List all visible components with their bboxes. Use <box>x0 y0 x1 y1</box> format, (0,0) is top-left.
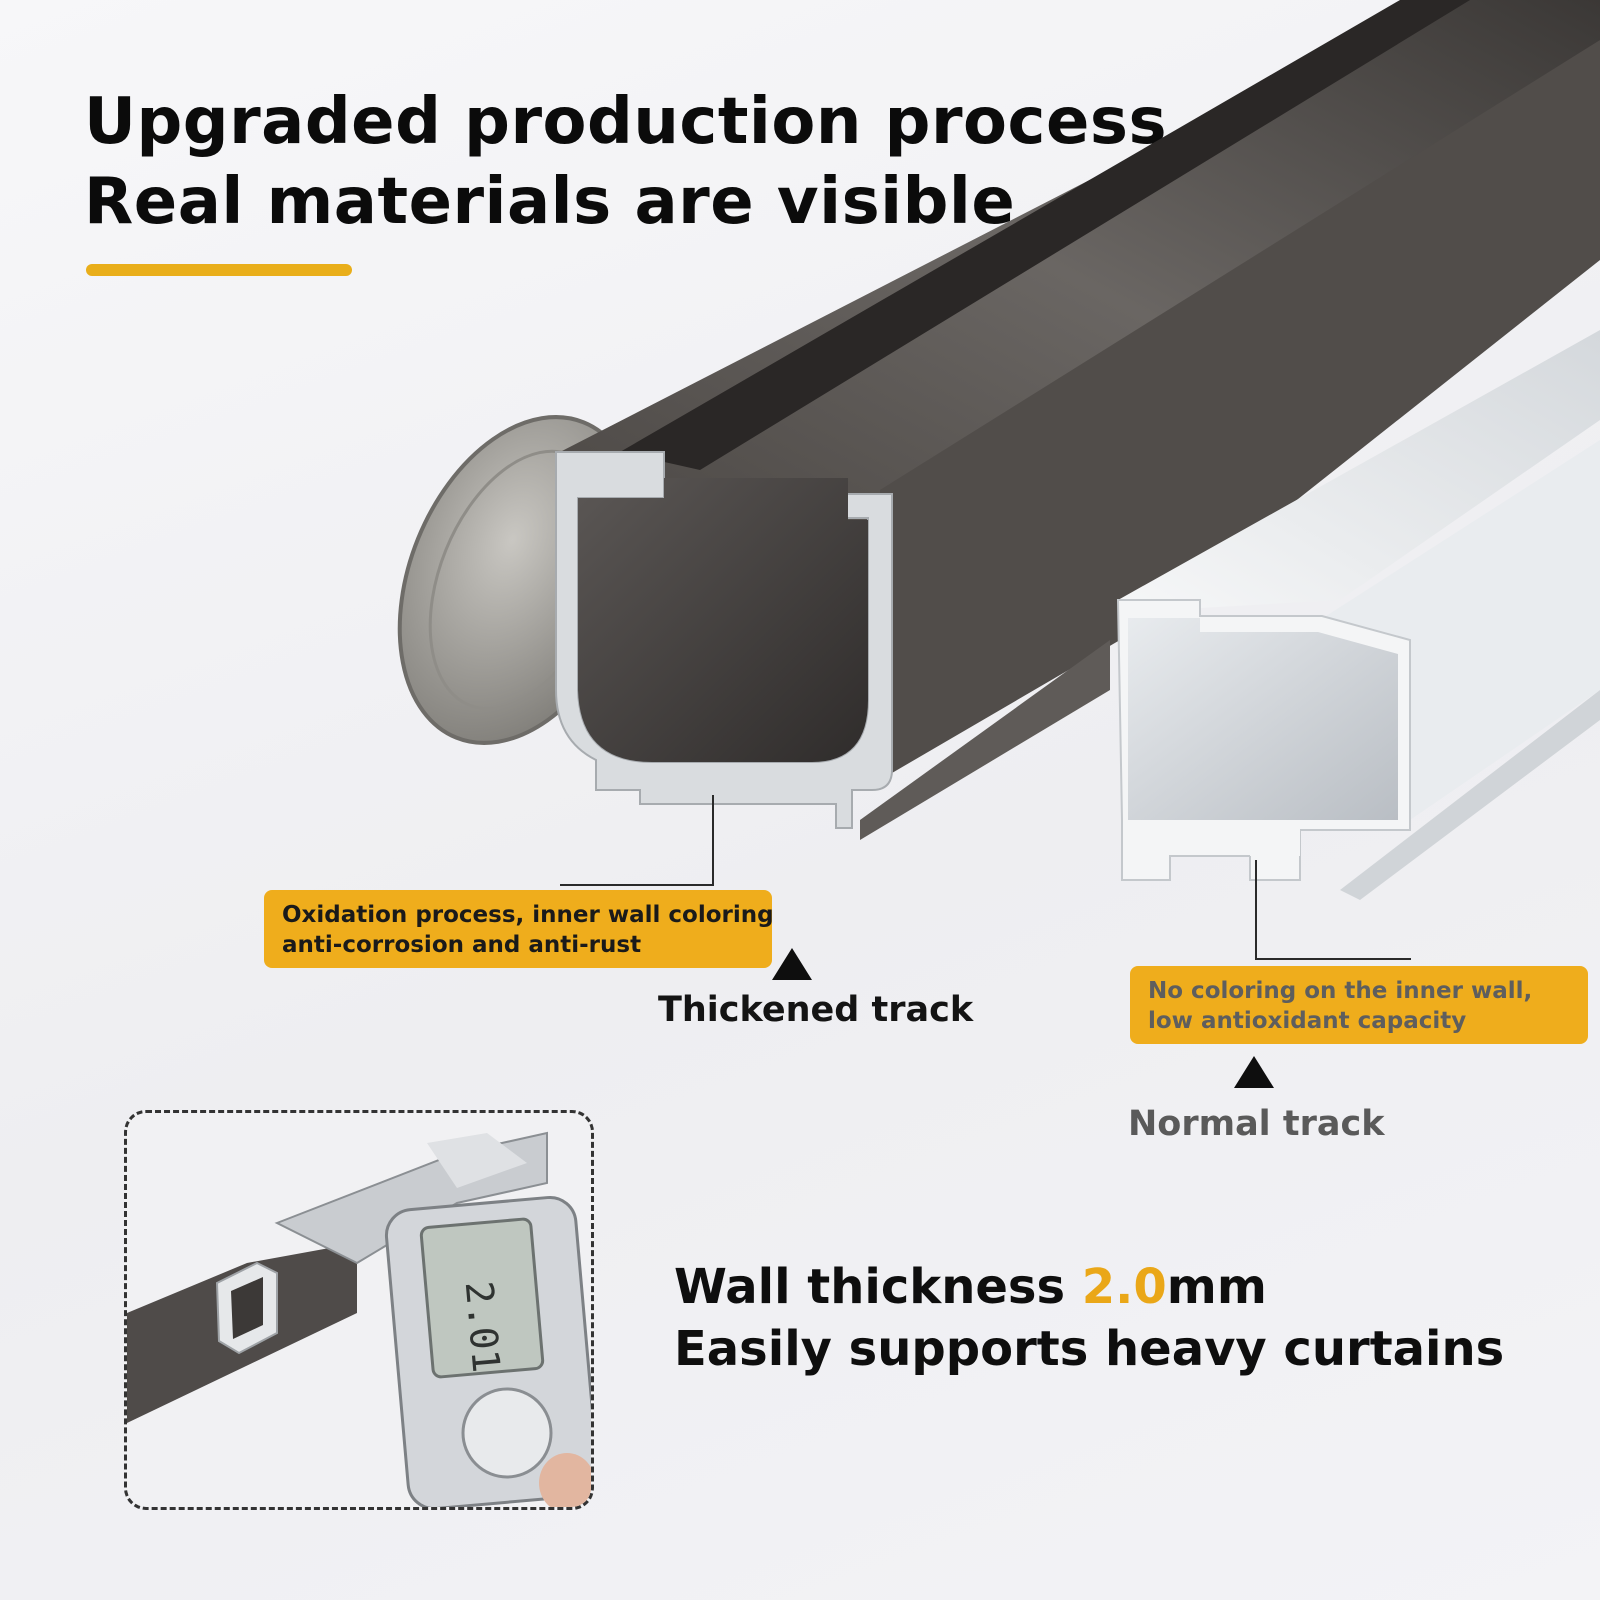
headline-accent-bar <box>86 264 352 276</box>
wall-thickness-prefix: Wall thickness <box>674 1259 1082 1315</box>
caliper-inset-photo: 2.01 <box>124 1110 594 1510</box>
headline: Upgraded production process Real materia… <box>84 82 1167 242</box>
thickened-callout-line-2: anti-corrosion and anti-rust <box>282 932 642 958</box>
wall-thickness-value: 2.0 <box>1081 1259 1167 1315</box>
spec-text: Wall thickness 2.0mm Easily supports hea… <box>674 1256 1504 1380</box>
thickened-leader-horizontal <box>560 884 714 886</box>
caliper-illustration: 2.01 <box>127 1131 591 1507</box>
thickened-leader-vertical <box>712 795 714 885</box>
normal-leader-vertical <box>1255 860 1257 960</box>
normal-callout: No coloring on the inner wall, low antio… <box>1130 966 1588 1044</box>
thickened-pointer-icon <box>772 948 812 980</box>
svg-text:2.01: 2.01 <box>457 1279 509 1374</box>
support-claim-line: Easily supports heavy curtains <box>674 1321 1505 1377</box>
headline-line-1: Upgraded production process <box>84 85 1168 159</box>
normal-pointer-icon <box>1234 1056 1274 1088</box>
thickened-callout: Oxidation process, inner wall coloring a… <box>264 890 774 968</box>
thickened-callout-line-1: Oxidation process, inner wall coloring <box>282 902 774 928</box>
normal-leader-horizontal <box>1255 958 1411 960</box>
wall-thickness-unit: mm <box>1166 1259 1267 1315</box>
normal-callout-line-1: No coloring on the inner wall, <box>1148 978 1533 1004</box>
headline-line-2: Real materials are visible <box>84 165 1016 239</box>
wall-thickness-line: Wall thickness 2.0mm <box>674 1256 1504 1318</box>
normal-track-label: Normal track <box>1128 1104 1385 1144</box>
normal-callout-line-2: low antioxidant capacity <box>1148 1008 1467 1034</box>
thickened-track-label: Thickened track <box>658 990 974 1030</box>
